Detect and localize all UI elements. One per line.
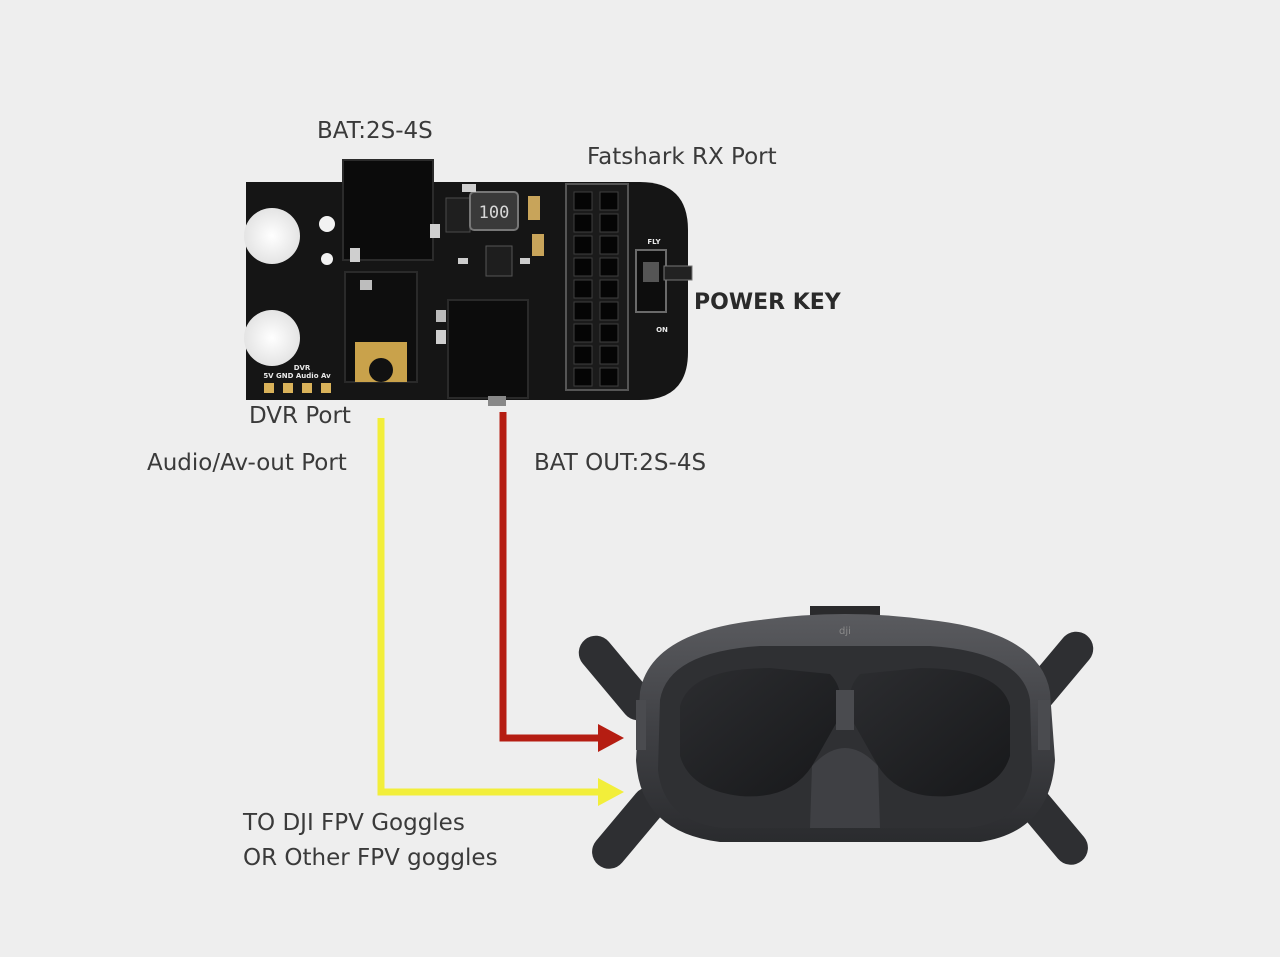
mounting-hole <box>244 310 300 366</box>
goggles-target-line2: OR Other FPV goggles <box>243 847 498 870</box>
power-wire-arrowhead <box>598 724 624 752</box>
inductor-marking: 100 <box>479 203 510 223</box>
ic-chip <box>446 198 470 232</box>
fatshark-rx-header <box>566 184 628 390</box>
goggles-logo: dji <box>839 626 851 637</box>
adapter-board-image: 100 <box>244 160 692 406</box>
audio-wire-arrowhead <box>598 778 624 806</box>
switch-on-mark: ON <box>656 326 668 334</box>
bat-out-label: BAT OUT:2S-4S <box>534 452 706 475</box>
dvr-port-label: DVR Port <box>249 405 351 428</box>
switch-fly-mark: FLY <box>647 238 661 246</box>
goggles-target-line1: TO DJI FPV Goggles <box>243 812 465 835</box>
battery-output-jack <box>448 300 528 398</box>
fpv-goggles-image: dji <box>572 606 1100 876</box>
battery-input-jack <box>343 160 433 260</box>
mounting-hole <box>319 216 335 232</box>
power-key-label: POWER KEY <box>694 292 841 314</box>
dvr-silk-pins: 5V GND Audio Av <box>263 372 331 380</box>
audio-av-out-port-label: Audio/Av-out Port <box>147 452 347 475</box>
fatshark-rx-port-label: Fatshark RX Port <box>587 146 777 169</box>
mounting-hole <box>321 253 333 265</box>
dvr-silk-title: DVR <box>294 364 311 372</box>
mounting-hole <box>244 208 300 264</box>
bat-input-label: BAT:2S-4S <box>317 120 433 143</box>
